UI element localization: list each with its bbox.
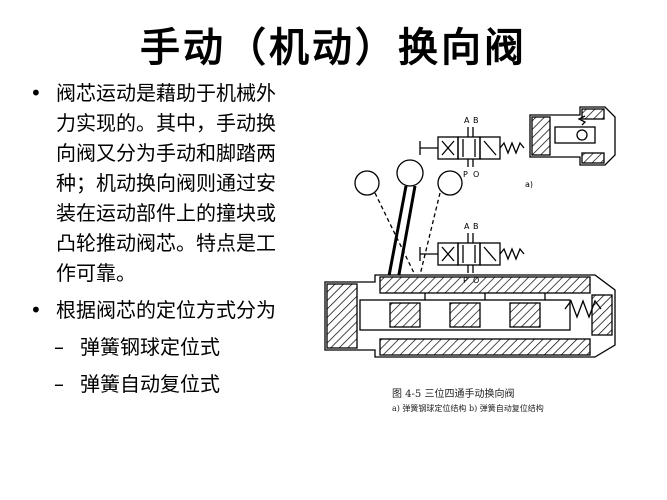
valve-body-section [324, 274, 616, 358]
port-label-p: P [463, 276, 468, 285]
port-label-p: P [463, 170, 468, 179]
figure-caption: 图 4-5 三位四通手动换向阀 a) 弹簧钢球定位结构 b) 弹簧自动复位结构 [392, 388, 622, 416]
sub-bullet-item: – 弹簧自动复位式 [30, 369, 290, 399]
bullet-item: • 阀芯运动是藉助于机械外力实现的。其中，手动换向阀又分为手动和脚踏两种；机动换… [30, 78, 290, 288]
bullet-text: 根据阀芯的定位方式分为 [56, 298, 276, 322]
port-label-o: O [473, 276, 479, 285]
bullet-text: 阀芯运动是藉助于机械外力实现的。其中，手动换向阀又分为手动和脚踏两种；机动换向阀… [56, 81, 276, 285]
port-label-a: A [464, 222, 470, 231]
port-label-o: O [473, 170, 479, 179]
valve-symbol-a [419, 127, 525, 167]
dash-icon: – [54, 372, 64, 396]
sub-bullet-text: 弹簧自动复位式 [80, 372, 220, 396]
sub-bullet-text: 弹簧钢球定位式 [80, 335, 220, 359]
port-label-a: A [464, 116, 470, 125]
port-label-b: B [473, 116, 479, 125]
sub-bullet-item: – 弹簧钢球定位式 [30, 332, 290, 362]
port-label-b: B [473, 222, 479, 231]
detent-detail [529, 106, 616, 166]
dash-icon: – [54, 335, 64, 359]
caption-subtitle: a) 弹簧钢球定位结构 b) 弹簧自动复位结构 [392, 404, 544, 413]
bullet-dot-icon: • [30, 81, 42, 105]
valve-symbol-b [419, 233, 525, 273]
bullet-item: • 根据阀芯的定位方式分为 [30, 295, 290, 325]
slide-title: 手动（机动）换向阀 [140, 24, 527, 71]
caption-title: 图 4-5 三位四通手动换向阀 [392, 389, 515, 400]
bullet-dot-icon: • [30, 298, 42, 322]
valve-diagram-figure: A B P O A B P O a) [324, 106, 616, 358]
bullet-list: • 阀芯运动是藉助于机械外力实现的。其中，手动换向阀又分为手动和脚踏两种；机动换… [30, 78, 290, 399]
figure-a-label: a) [525, 180, 533, 189]
